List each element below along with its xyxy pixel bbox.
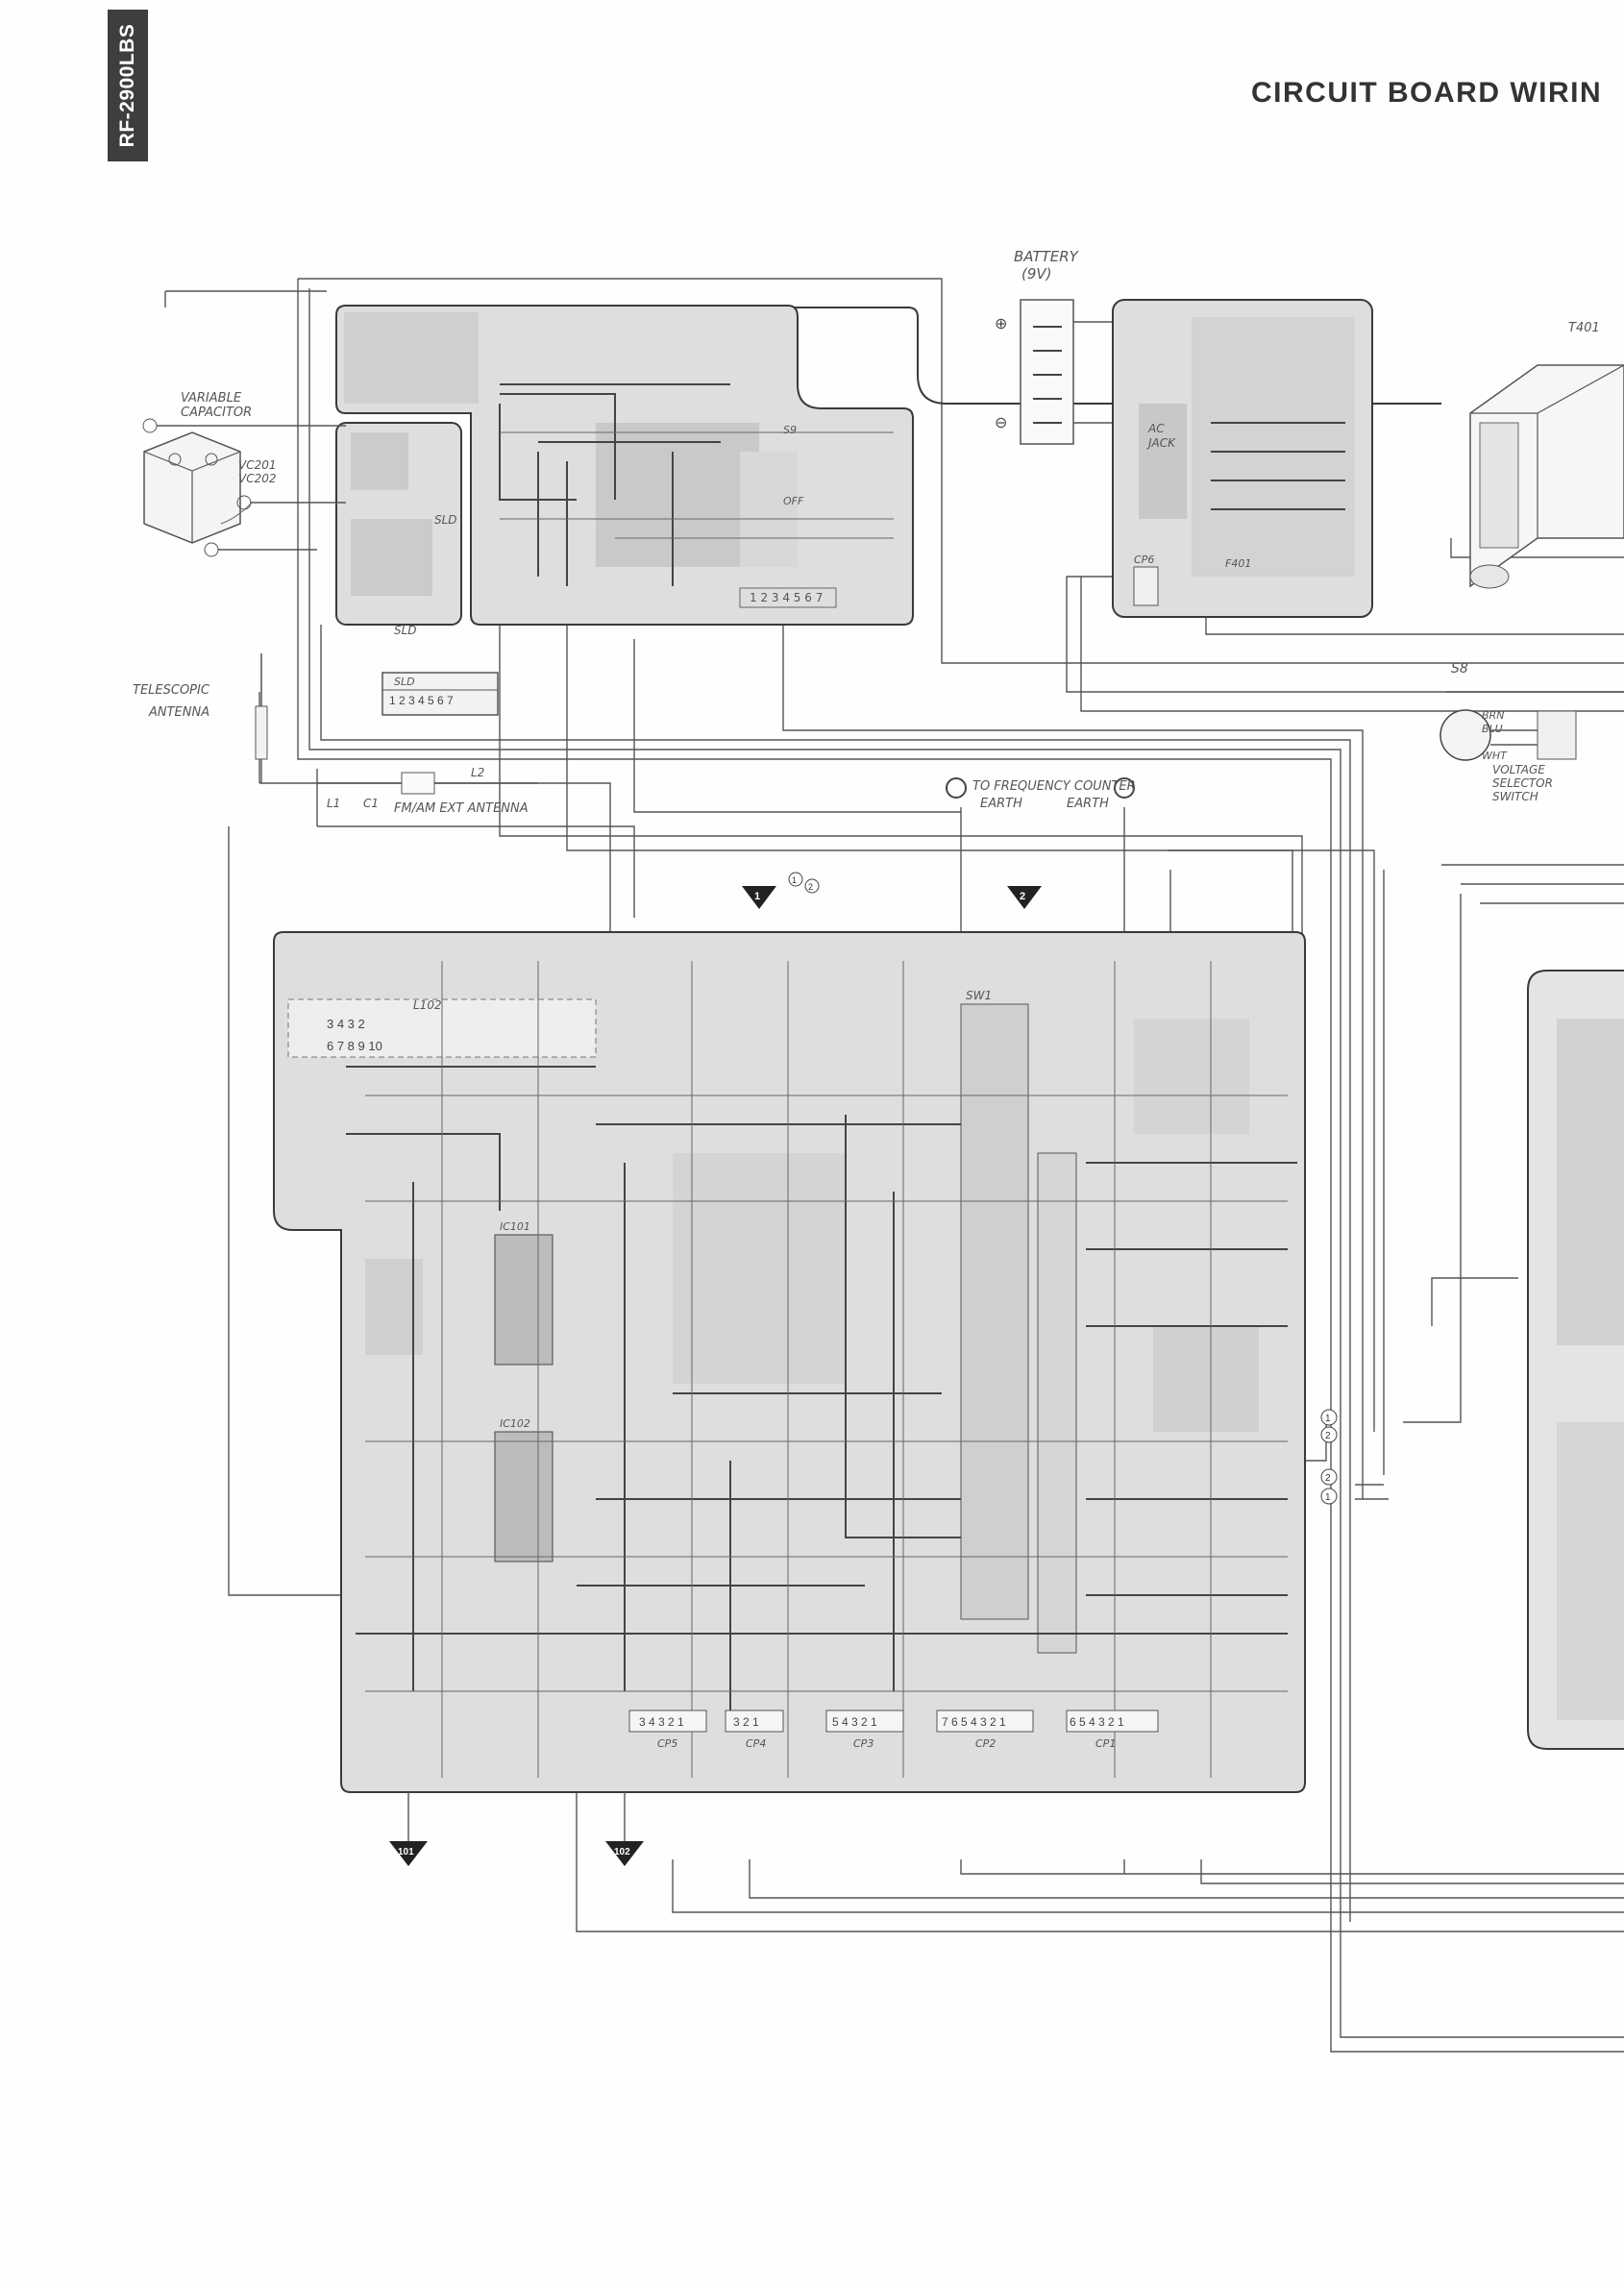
cp5-label: CP5 [657, 1737, 677, 1750]
connector-block: SLD 1 2 3 4 5 6 7 [381, 672, 499, 716]
s8-label: S8 [1451, 661, 1468, 677]
power-board: AC JACK F401 CP6 [1112, 299, 1373, 618]
circle-2-top: 2 [808, 882, 813, 892]
marker-1-label: 1 [754, 891, 760, 902]
vc202-label: VC202 [238, 472, 277, 485]
marker-2-label: 2 [1020, 891, 1025, 902]
svg-text:1 2 3 4 5 6 7: 1 2 3 4 5 6 7 [389, 694, 454, 707]
battery-minus-icon: ⊖ [995, 415, 1007, 431]
var-cap-label-2: CAPACITOR [181, 406, 252, 420]
marker-101-label: 101 [398, 1847, 414, 1857]
off-label: OFF [783, 495, 804, 507]
marker-1: 1 [742, 886, 776, 909]
battery-voltage-label: (9V) [1021, 265, 1052, 283]
circle-2-b: 2 [1325, 1473, 1331, 1484]
circle-1-top: 1 [792, 875, 797, 885]
var-cap-label-1: VARIABLE [181, 391, 242, 406]
marker-2: 2 [1007, 886, 1042, 909]
vc201-label: VC201 [238, 458, 277, 472]
earth-right-label: EARTH [1067, 797, 1109, 811]
voltage-label-3: SWITCH [1492, 790, 1538, 803]
sld-conn-label: SLD [394, 676, 415, 688]
s9-label: S9 [783, 424, 797, 436]
frequency-counter-terminals: TO FREQUENCY COUNTER EARTH EARTH [946, 777, 1136, 811]
svg-text:5 4 3 2 1: 5 4 3 2 1 [832, 1715, 877, 1729]
ac-jack-label-2: JACK [1146, 436, 1176, 450]
voltage-selector-s8: S8 BRN BLU WHT VOLTAGE SELECTOR SWITCH [1439, 661, 1624, 803]
svg-text:1 2 3 4 5 6 7: 1 2 3 4 5 6 7 [750, 591, 823, 604]
svg-text:3 4 3 2 1: 3 4 3 2 1 [639, 1715, 684, 1729]
ac-jack-label-1: AC [1147, 422, 1165, 435]
f401-label: F401 [1225, 557, 1251, 570]
variable-capacitor: VARIABLE CAPACITOR VC201 VC202 [142, 391, 346, 557]
external-antenna: L1 C1 L2 FM/AM EXT ANTENNA [317, 766, 538, 816]
svg-text:6 5 4 3 2 1: 6 5 4 3 2 1 [1070, 1715, 1124, 1729]
brn-label: BRN [1482, 709, 1504, 722]
ext-antenna-label: FM/AM EXT ANTENNA [394, 801, 529, 816]
sld-label: SLD [394, 624, 417, 637]
telescopic-label-2: ANTENNA [148, 705, 209, 720]
svg-text:6 7 8 9 10: 6 7 8 9 10 [327, 1039, 382, 1053]
freq-counter-label: TO FREQUENCY COUNTER [972, 779, 1136, 794]
sw1-label: SW1 [966, 989, 992, 1002]
ic101-label: IC101 [500, 1220, 530, 1233]
voltage-label-2: SELECTOR [1492, 776, 1553, 790]
sld-board: SLD SLD [335, 422, 462, 637]
svg-text:3 2 1: 3 2 1 [733, 1715, 759, 1729]
cp3-label: CP3 [853, 1737, 874, 1750]
ic102-label: IC102 [500, 1417, 530, 1430]
marker-101: 101 [389, 1792, 428, 1866]
svg-text:3 4 3 2: 3 4 3 2 [327, 1017, 365, 1031]
right-board-partial [1527, 970, 1624, 1750]
page-title: CIRCUIT BOARD WIRIN [1251, 77, 1603, 109]
sld-label-2: SLD [434, 513, 457, 527]
telescopic-label-1: TELESCOPIC [133, 683, 210, 698]
main-board: L102 3 4 3 2 6 7 8 9 10 IC101 IC102 SW1 … [273, 931, 1306, 1793]
l102-label: L102 [413, 998, 442, 1012]
cp2-label: CP2 [975, 1737, 996, 1750]
t401-label: T401 [1568, 321, 1600, 335]
battery: BATTERY (9V) ⊕ ⊖ [995, 248, 1129, 445]
model-number-tab: RF-2900LBS [108, 10, 148, 161]
transformer-t401: T401 [1469, 321, 1624, 589]
battery-label: BATTERY [1014, 248, 1080, 265]
svg-text:7 6 5 4 3 2 1: 7 6 5 4 3 2 1 [942, 1715, 1006, 1729]
circled-terminals: 1 2 2 1 1 2 [788, 872, 1338, 1505]
l2-label: L2 [471, 766, 484, 779]
battery-plus-icon: ⊕ [995, 316, 1007, 332]
cp6-label: CP6 [1134, 554, 1154, 566]
l1-label: L1 [327, 797, 340, 810]
circle-2-a: 2 [1325, 1431, 1331, 1441]
telescopic-antenna: TELESCOPIC ANTENNA [133, 653, 268, 783]
cp4-label: CP4 [746, 1737, 766, 1750]
circle-1-a: 1 [1325, 1414, 1331, 1424]
wht-label: WHT [1482, 750, 1508, 762]
c1-label: C1 [363, 797, 379, 810]
tuner-board: 1 2 3 4 5 6 7 S9 OFF [335, 305, 1441, 626]
marker-102: 102 [605, 1792, 644, 1866]
circle-1-b: 1 [1325, 1492, 1331, 1503]
voltage-label-1: VOLTAGE [1492, 763, 1545, 776]
blu-label: BLU [1482, 723, 1503, 735]
cp1-label: CP1 [1095, 1737, 1116, 1750]
marker-102-label: 102 [614, 1847, 630, 1857]
earth-left-label: EARTH [980, 797, 1022, 811]
